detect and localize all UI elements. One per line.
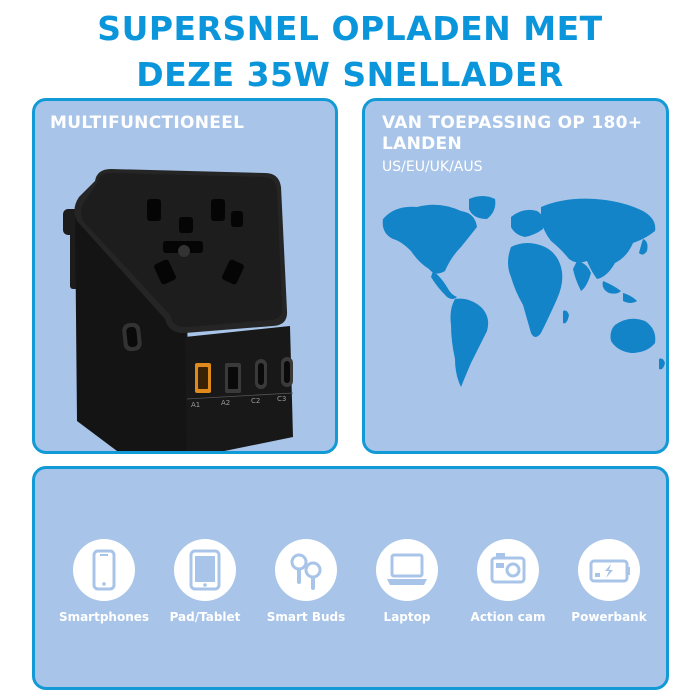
device-item-smart-buds: Smart Buds — [256, 539, 356, 624]
powerbank-icon — [578, 539, 640, 601]
multifunctional-panel: MULTIFUNCTIONEEL — [32, 98, 338, 454]
port-label-c2: C2 — [251, 397, 260, 405]
countries-heading: VAN TOEPASSING OP 180+ LANDEN — [382, 113, 643, 154]
port-label-a2: A2 — [221, 399, 230, 407]
travel-adapter-image: A1 A2 C2 C3 — [63, 169, 294, 451]
device-label-action-cam: Action cam — [470, 610, 546, 624]
tablet-icon — [174, 539, 236, 601]
device-item-smartphones: Smartphones — [54, 539, 154, 624]
multifunctional-heading: MULTIFUNCTIONEEL — [50, 113, 245, 133]
device-item-laptop: Laptop — [357, 539, 457, 624]
world-map-image — [382, 196, 665, 387]
device-label-laptop: Laptop — [383, 610, 431, 624]
headline: SUPERSNEL OPLADEN MET DEZE 35W SNELLADER — [0, 6, 700, 98]
laptop-icon — [376, 539, 438, 601]
headline-line-2: DEZE 35W SNELLADER — [136, 55, 564, 94]
countries-panel: VAN TOEPASSING OP 180+ LANDEN US/EU/UK/A… — [362, 98, 669, 454]
port-label-a1: A1 — [191, 401, 200, 409]
device-label-tablet: Pad/Tablet — [169, 610, 241, 624]
device-label-powerbank: Powerbank — [571, 610, 647, 624]
smartphone-icon — [73, 539, 135, 601]
port-label-c3: C3 — [277, 395, 286, 403]
device-item-action-cam: Action cam — [458, 539, 558, 624]
earbuds-icon — [275, 539, 337, 601]
device-list: Smartphones Pad/Tablet Sm — [35, 539, 666, 639]
device-label-smartphones: Smartphones — [58, 610, 150, 624]
compatible-devices-panel: Smartphones Pad/Tablet Sm — [32, 466, 669, 690]
device-label-smart-buds: Smart Buds — [266, 610, 346, 624]
plug-types-text: US/EU/UK/AUS — [382, 159, 483, 175]
headline-line-1: SUPERSNEL OPLADEN MET — [97, 9, 603, 48]
device-item-powerbank: Powerbank — [559, 539, 659, 624]
action-camera-icon — [477, 539, 539, 601]
device-item-tablet: Pad/Tablet — [155, 539, 255, 624]
